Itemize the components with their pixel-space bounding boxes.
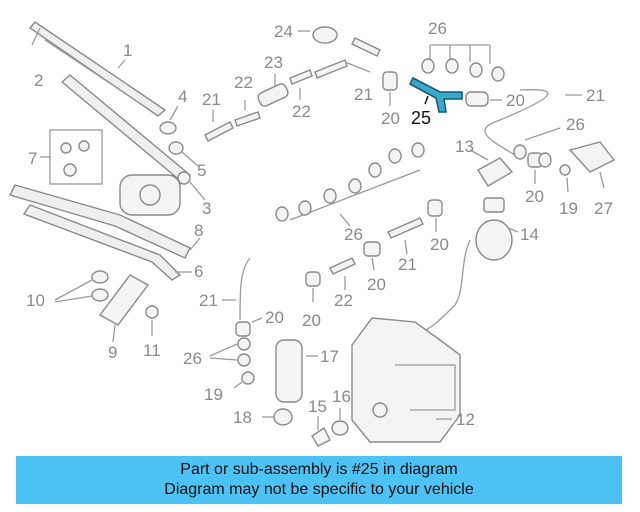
label-14: 14	[520, 225, 539, 244]
part-nut-11	[145, 305, 159, 336]
label-3: 3	[202, 199, 211, 218]
part-cap	[159, 105, 179, 135]
label-20b: 20	[506, 91, 525, 110]
part-26-left	[209, 337, 251, 367]
label-21a: 21	[202, 90, 221, 109]
label-11: 11	[143, 341, 161, 360]
label-18: 18	[233, 408, 252, 427]
label-10: 10	[26, 291, 45, 310]
part-bracket	[98, 274, 150, 343]
label-15: 15	[308, 397, 327, 416]
label-16: 16	[332, 387, 351, 406]
part-21-hose	[484, 89, 582, 156]
label-26c: 26	[344, 225, 363, 244]
part-wiper-arm	[60, 74, 206, 201]
label-27: 27	[594, 199, 613, 218]
parts-diagram: 1 2 3 4 5 7 8 6	[9, 19, 616, 447]
part-26-clips-middle	[275, 142, 425, 227]
part-kit-box	[40, 129, 103, 185]
part-nut	[168, 141, 199, 167]
part-26-right	[513, 127, 561, 168]
label-20e: 20	[367, 275, 386, 294]
part-21-mid	[387, 217, 424, 255]
label-20c: 20	[525, 187, 544, 206]
part-20-small	[527, 152, 543, 184]
label-21c: 21	[586, 86, 605, 105]
label-19b: 19	[204, 385, 223, 404]
label-23: 23	[264, 53, 283, 72]
label-19a: 19	[559, 199, 578, 218]
part-19-right	[559, 164, 571, 193]
label-8: 8	[194, 221, 203, 240]
label-20a: 20	[381, 109, 400, 128]
part-14-cap	[475, 197, 519, 261]
label-12: 12	[456, 410, 475, 429]
label-22c: 22	[334, 291, 353, 310]
part-20-right	[465, 91, 502, 107]
part-tee	[351, 37, 381, 57]
label-25: 25	[411, 108, 431, 128]
label-20g: 20	[265, 308, 284, 327]
label-22b: 22	[292, 102, 311, 121]
part-wiper-motor	[119, 174, 181, 216]
label-1: 1	[123, 41, 132, 60]
part-17-pump	[275, 339, 318, 403]
info-banner: Part or sub-assembly is #25 in diagram D…	[16, 456, 622, 504]
part-23	[257, 74, 289, 107]
part-20-mid	[305, 199, 443, 302]
part-20-top	[382, 71, 398, 106]
part-24	[298, 26, 338, 44]
label-26b: 26	[566, 115, 585, 134]
banner-line-2: Diagram may not be specific to your vehi…	[164, 481, 474, 498]
label-20d: 20	[430, 235, 449, 254]
label-21e: 21	[199, 291, 218, 310]
label-26d: 26	[183, 349, 202, 368]
label-21b: 21	[354, 85, 373, 104]
part-21-top	[204, 59, 371, 142]
label-20f: 20	[302, 311, 321, 330]
label-5: 5	[197, 161, 206, 180]
part-linkage	[9, 184, 201, 281]
part-22-top	[234, 69, 313, 127]
label-24: 24	[274, 22, 293, 41]
part-12-reservoir	[351, 239, 471, 443]
label-17: 17	[320, 347, 339, 366]
label-4: 4	[178, 87, 187, 106]
label-2: 2	[34, 71, 43, 90]
part-grommets	[54, 270, 109, 303]
part-20-left	[235, 317, 263, 337]
label-22a: 22	[234, 73, 253, 92]
part-25-highlighted	[408, 76, 463, 113]
label-7: 7	[28, 149, 37, 168]
label-6: 6	[194, 262, 203, 281]
part-22-mid	[329, 257, 356, 290]
label-21d: 21	[398, 255, 417, 274]
banner-line-1: Part or sub-assembly is #25 in diagram	[180, 461, 458, 478]
part-wiper-blade	[28, 21, 167, 117]
part-27-nozzle	[568, 141, 616, 189]
part-16	[331, 408, 349, 436]
part-15	[311, 416, 331, 447]
label-13: 13	[455, 137, 474, 156]
label-9: 9	[108, 343, 117, 362]
part-18	[262, 408, 293, 426]
label-26a: 26	[428, 19, 447, 38]
part-13	[469, 149, 514, 187]
part-21-hose-left	[222, 257, 251, 321]
part-19-left	[233, 371, 255, 389]
part-26-clips-top	[421, 44, 505, 82]
